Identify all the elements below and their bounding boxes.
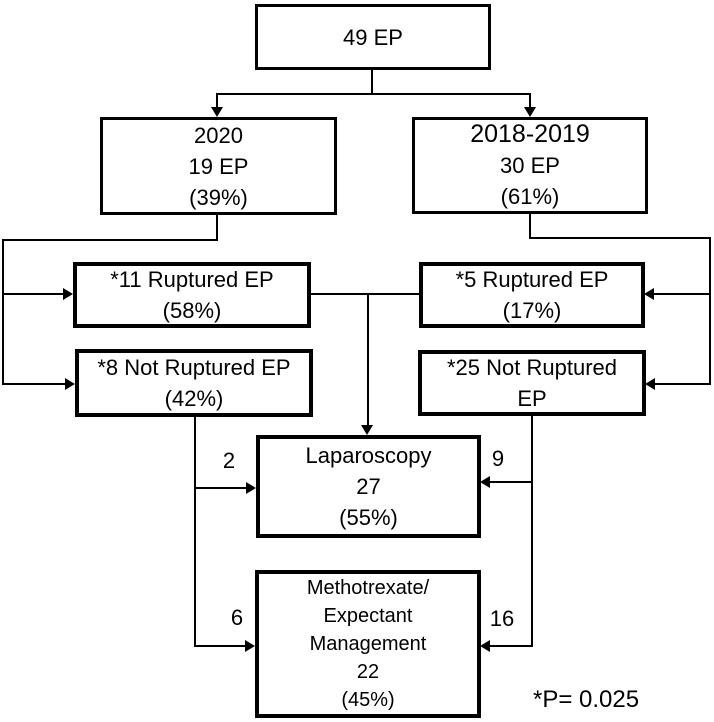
arrow-left-icon bbox=[480, 476, 490, 488]
arrow-left-icon bbox=[644, 288, 654, 300]
connector-line bbox=[194, 645, 247, 647]
connector-line bbox=[709, 237, 711, 385]
node-year-2018-2019: 2018-2019 30 EP (61%) bbox=[412, 117, 648, 214]
node-line: Management bbox=[309, 633, 427, 655]
node-methotrexate-expectant: Methotrexate/ Expectant Management 22 (4… bbox=[255, 570, 481, 718]
arrow-right-icon bbox=[245, 640, 255, 652]
edge-label-6: 6 bbox=[230, 605, 244, 630]
arrow-down-icon bbox=[524, 107, 536, 117]
node-not-ruptured-2020: *8 Not Ruptured EP (42%) bbox=[75, 349, 313, 417]
connector-line bbox=[2, 383, 67, 385]
node-year-2020: 2020 19 EP (39%) bbox=[100, 117, 337, 215]
connector-line bbox=[531, 416, 533, 647]
connector-line bbox=[529, 237, 711, 239]
node-line: 49 EP bbox=[343, 24, 403, 50]
connector-line bbox=[216, 93, 218, 108]
arrow-down-icon bbox=[211, 107, 223, 117]
connector-line bbox=[367, 293, 369, 426]
node-line: Methotrexate/ bbox=[306, 577, 430, 599]
node-ruptured-2018-2019: *5 Ruptured EP (17%) bbox=[419, 262, 645, 328]
node-line: Expectant bbox=[323, 605, 413, 627]
node-line: 19 EP bbox=[188, 153, 249, 179]
edge-label-9: 9 bbox=[491, 446, 505, 471]
node-line: 22 bbox=[356, 661, 380, 683]
connector-line bbox=[216, 215, 218, 241]
node-line: (42%) bbox=[164, 386, 224, 411]
connector-line bbox=[488, 645, 533, 647]
node-total-ep: 49 EP bbox=[255, 4, 491, 70]
p-value-annotation: *P= 0.025 bbox=[533, 686, 640, 713]
connector-line bbox=[529, 214, 531, 239]
connector-line bbox=[371, 70, 373, 95]
node-ruptured-2020: *11 Ruptured EP (58%) bbox=[73, 262, 311, 328]
node-line: 30 EP bbox=[500, 153, 560, 178]
arrow-right-icon bbox=[246, 482, 256, 494]
node-line: (45%) bbox=[341, 689, 395, 711]
connector-line bbox=[217, 93, 531, 95]
node-not-ruptured-2018-2019: *25 Not Ruptured EP bbox=[418, 350, 646, 416]
edge-label-2: 2 bbox=[222, 448, 236, 473]
connector-line bbox=[529, 93, 531, 108]
connector-line bbox=[652, 293, 711, 295]
connector-line bbox=[2, 239, 218, 241]
node-line: (58%) bbox=[162, 298, 222, 323]
node-line: *11 Ruptured EP bbox=[110, 267, 274, 292]
node-line: 2020 bbox=[194, 122, 243, 148]
connector-line bbox=[194, 417, 196, 647]
connector-line bbox=[653, 383, 711, 385]
node-line: (61%) bbox=[500, 184, 560, 209]
connector-line bbox=[2, 239, 4, 385]
node-line: (39%) bbox=[189, 184, 248, 210]
arrow-right-icon bbox=[65, 378, 75, 390]
node-line: *25 Not Ruptured bbox=[447, 355, 617, 380]
arrow-left-icon bbox=[480, 640, 490, 652]
node-laparoscopy: Laparoscopy 27 (55%) bbox=[256, 435, 481, 538]
connector-line bbox=[194, 487, 248, 489]
node-line: *8 Not Ruptured EP bbox=[97, 355, 291, 380]
arrow-down-icon bbox=[361, 425, 373, 435]
node-line: Laparoscopy bbox=[305, 443, 432, 468]
connector-line bbox=[2, 293, 65, 295]
edge-label-16: 16 bbox=[489, 606, 515, 631]
node-line: EP bbox=[517, 386, 547, 411]
node-line: 2018-2019 bbox=[470, 120, 590, 148]
arrow-left-icon bbox=[645, 378, 655, 390]
node-line: 27 bbox=[356, 474, 381, 499]
node-line: (55%) bbox=[339, 505, 398, 530]
connector-line bbox=[310, 293, 419, 295]
node-line: (17%) bbox=[502, 298, 562, 323]
arrow-right-icon bbox=[63, 288, 73, 300]
connector-line bbox=[488, 481, 533, 483]
node-line: *5 Ruptured EP bbox=[455, 267, 609, 292]
